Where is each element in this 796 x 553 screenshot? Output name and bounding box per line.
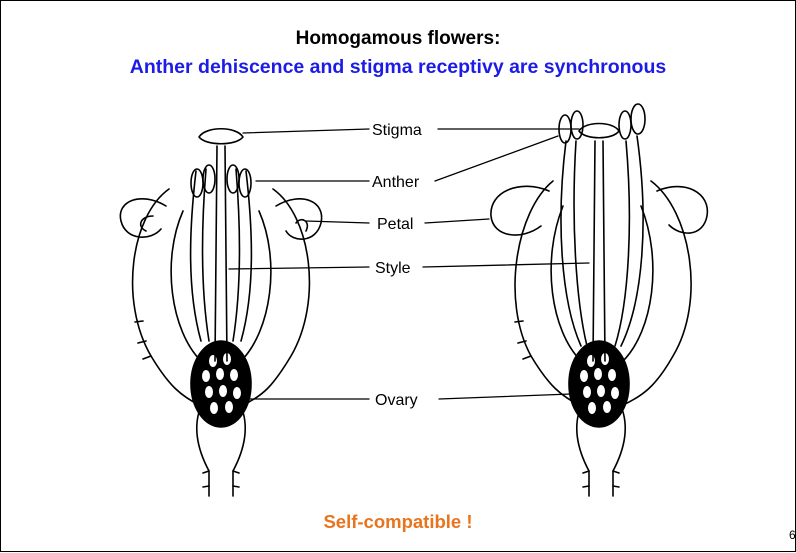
label-style: Style (375, 260, 411, 277)
label-anther: Anther (372, 174, 420, 191)
slide-footer: Self-compatible ! (1, 511, 795, 533)
label-stigma: Stigma (372, 122, 422, 139)
page-number: 6 (789, 528, 796, 542)
left-flower (120, 129, 321, 496)
right-ovary (569, 341, 629, 427)
label-petal: Petal (377, 216, 413, 233)
left-ovary (191, 341, 251, 427)
right-flower (491, 104, 707, 496)
label-ovary: Ovary (375, 392, 418, 409)
